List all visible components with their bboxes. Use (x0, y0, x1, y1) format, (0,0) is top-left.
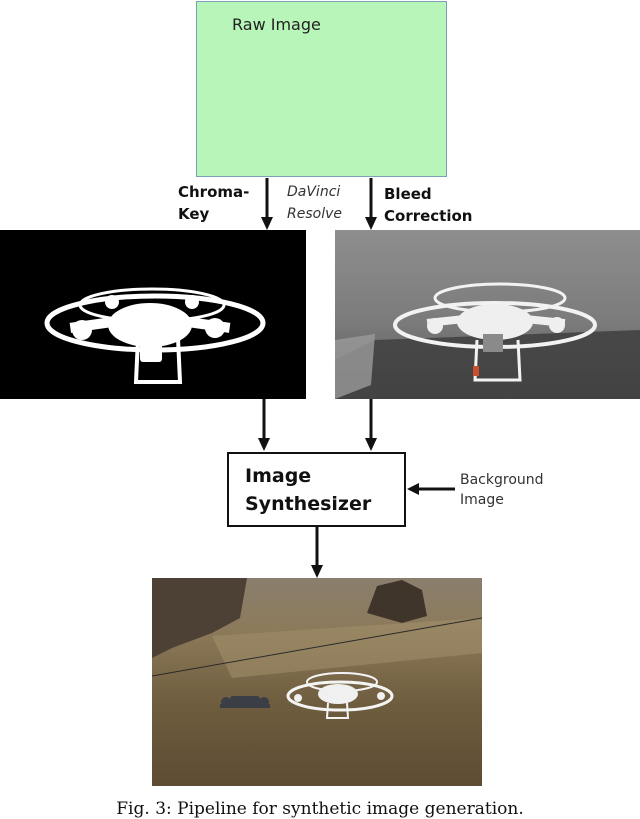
dark-drone-motor-left (221, 697, 231, 707)
drone-motor-right (205, 318, 225, 338)
image-synthesizer-label: Image Synthesizer (245, 465, 372, 515)
white-drone-motor-right (377, 692, 385, 700)
figure-caption: Fig. 3: Pipeline for synthetic image gen… (116, 799, 524, 819)
bleed-correction-label: Bleed Correction (384, 185, 473, 225)
field-path (212, 618, 482, 678)
arrowhead-background-to-synth (407, 483, 419, 495)
drone-body (108, 303, 192, 347)
drone-motor-back-left (105, 295, 119, 309)
drone-marker (473, 366, 479, 376)
drone-camera-2 (483, 334, 503, 352)
drone-landing-gear-2 (473, 339, 522, 382)
arrowhead-synth-to-output (311, 565, 323, 578)
tree-right (367, 580, 427, 623)
white-drone-body (318, 684, 358, 704)
tree-line-left (152, 578, 247, 658)
synthetic-output-image (152, 578, 482, 786)
power-line (152, 617, 482, 677)
studio-table-left-panel (335, 334, 375, 399)
drone-body-2 (457, 304, 533, 340)
white-drone-guard (286, 680, 394, 712)
dark-drone-arm (220, 704, 270, 708)
drone-motor-back-right (185, 295, 199, 309)
arrowhead-bleed-to-synth (365, 438, 377, 451)
chroma-key-label: Chroma- Key (178, 183, 250, 223)
chroma-key-image (0, 230, 306, 399)
white-drone-motor-left (294, 694, 302, 702)
dark-drone-motor-right (259, 697, 269, 707)
image-synthesizer-box (227, 452, 406, 527)
arrowhead-chroma-to-synth (258, 438, 270, 451)
raw-image-label: Raw Image (232, 15, 321, 34)
drone-motor-right-2 (549, 317, 565, 333)
background-image-label: Background Image (460, 472, 544, 508)
arrowhead-raw-to-bleed (365, 217, 377, 230)
drone-motor-left (72, 320, 92, 340)
drone-landing-gear (133, 337, 183, 384)
drone-motor-left-2 (427, 318, 443, 334)
studio-table-surface (335, 330, 640, 399)
davinci-resolve-label: DaVinci Resolve (287, 184, 342, 222)
raw-image-box (196, 1, 447, 177)
white-drone-landing-gear (325, 702, 350, 719)
arrowhead-raw-to-chroma (261, 217, 273, 230)
drone-camera (140, 340, 162, 362)
bleed-corrected-image (335, 230, 640, 399)
